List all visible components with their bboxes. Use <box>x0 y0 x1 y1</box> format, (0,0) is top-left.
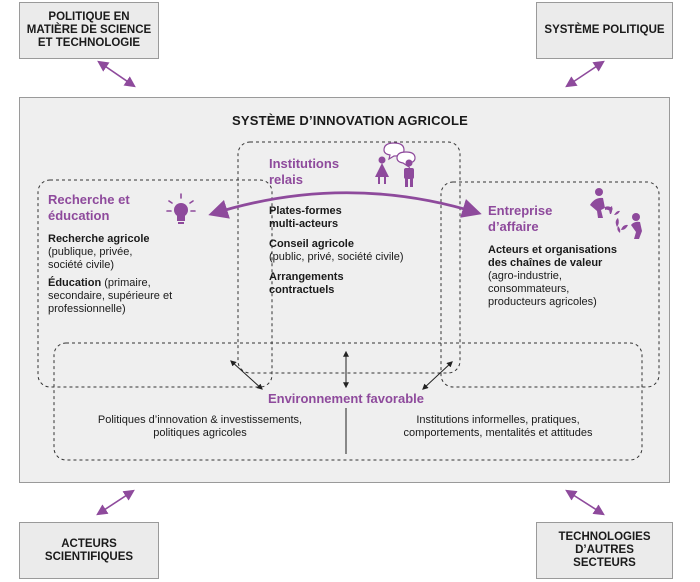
research-item-agricultural-research-detail: (publique, privée, société civile) <box>48 246 133 271</box>
business-region <box>440 181 660 388</box>
business-title: Entreprise d’affaire <box>488 203 553 234</box>
business-item-actors-detail: (agro-industrie, consommateurs, producte… <box>488 270 597 308</box>
box-political-system: SYSTÈME POLITIQUE <box>536 2 673 59</box>
arrow-business-enabling <box>422 361 453 390</box>
research-education-region <box>37 179 273 388</box>
arrow-research-business <box>208 191 482 219</box>
research-title: Recherche et éducation <box>48 192 130 223</box>
research-item-education-detail: (primaire, secondaire, supérieure et pro… <box>48 277 173 315</box>
enabling-left-text: Politiques d’innovation & investissement… <box>97 414 303 439</box>
research-item-agricultural-research: Recherche agricole <box>48 233 150 245</box>
research-item-education: Éducation (primaire, secondaire, supérie… <box>48 277 248 316</box>
box-other-sector-technologies: TECHNOLOGIES D’AUTRES SECTEURS <box>536 522 673 579</box>
box-scientific-actors: ACTEURS SCIENTIFIQUES <box>19 522 159 579</box>
enabling-environment-region <box>53 342 643 461</box>
business-content: Acteurs et organisations des chaînes de … <box>488 244 658 309</box>
relay-item-advisory-detail: (public, privé, société civile) <box>269 251 404 263</box>
box-science-technology-policy: POLITIQUE EN MATIÈRE DE SCIENCE ET TECHN… <box>19 2 159 59</box>
lightbulb-icon <box>166 193 196 224</box>
relay-content: Plates-formes multi-acteurs Conseil agri… <box>269 205 459 297</box>
arrow-bottom-right <box>565 489 605 516</box>
research-item-education-label: Éducation <box>48 277 102 289</box>
relay-item-contracts: Arrangements contractuels <box>269 271 344 296</box>
relay-title: Institutions relais <box>269 156 340 187</box>
arrow-research-enabling <box>230 360 263 390</box>
agricultural-innovation-system-box <box>19 97 670 483</box>
arrow-top-right <box>565 60 605 88</box>
research-content: Recherche agricole (publique, privée, so… <box>48 233 248 316</box>
enabling-right-text: Institutions informelles, pratiques, com… <box>403 414 593 439</box>
relay-institutions-region <box>237 141 461 374</box>
main-title: SYSTÈME D’INNOVATION AGRICOLE <box>232 113 468 128</box>
relay-item-advisory: Conseil agricole <box>269 238 354 250</box>
arrow-top-left <box>97 60 136 88</box>
people-conversation-icon <box>375 142 416 187</box>
farmers-icon <box>590 188 642 239</box>
business-item-actors: Acteurs et organisations des chaînes de … <box>488 244 617 269</box>
arrow-bottom-left <box>96 489 135 516</box>
relay-item-platforms: Plates-formes multi-acteurs <box>269 205 342 230</box>
enabling-title: Environnement favorable <box>267 391 425 406</box>
